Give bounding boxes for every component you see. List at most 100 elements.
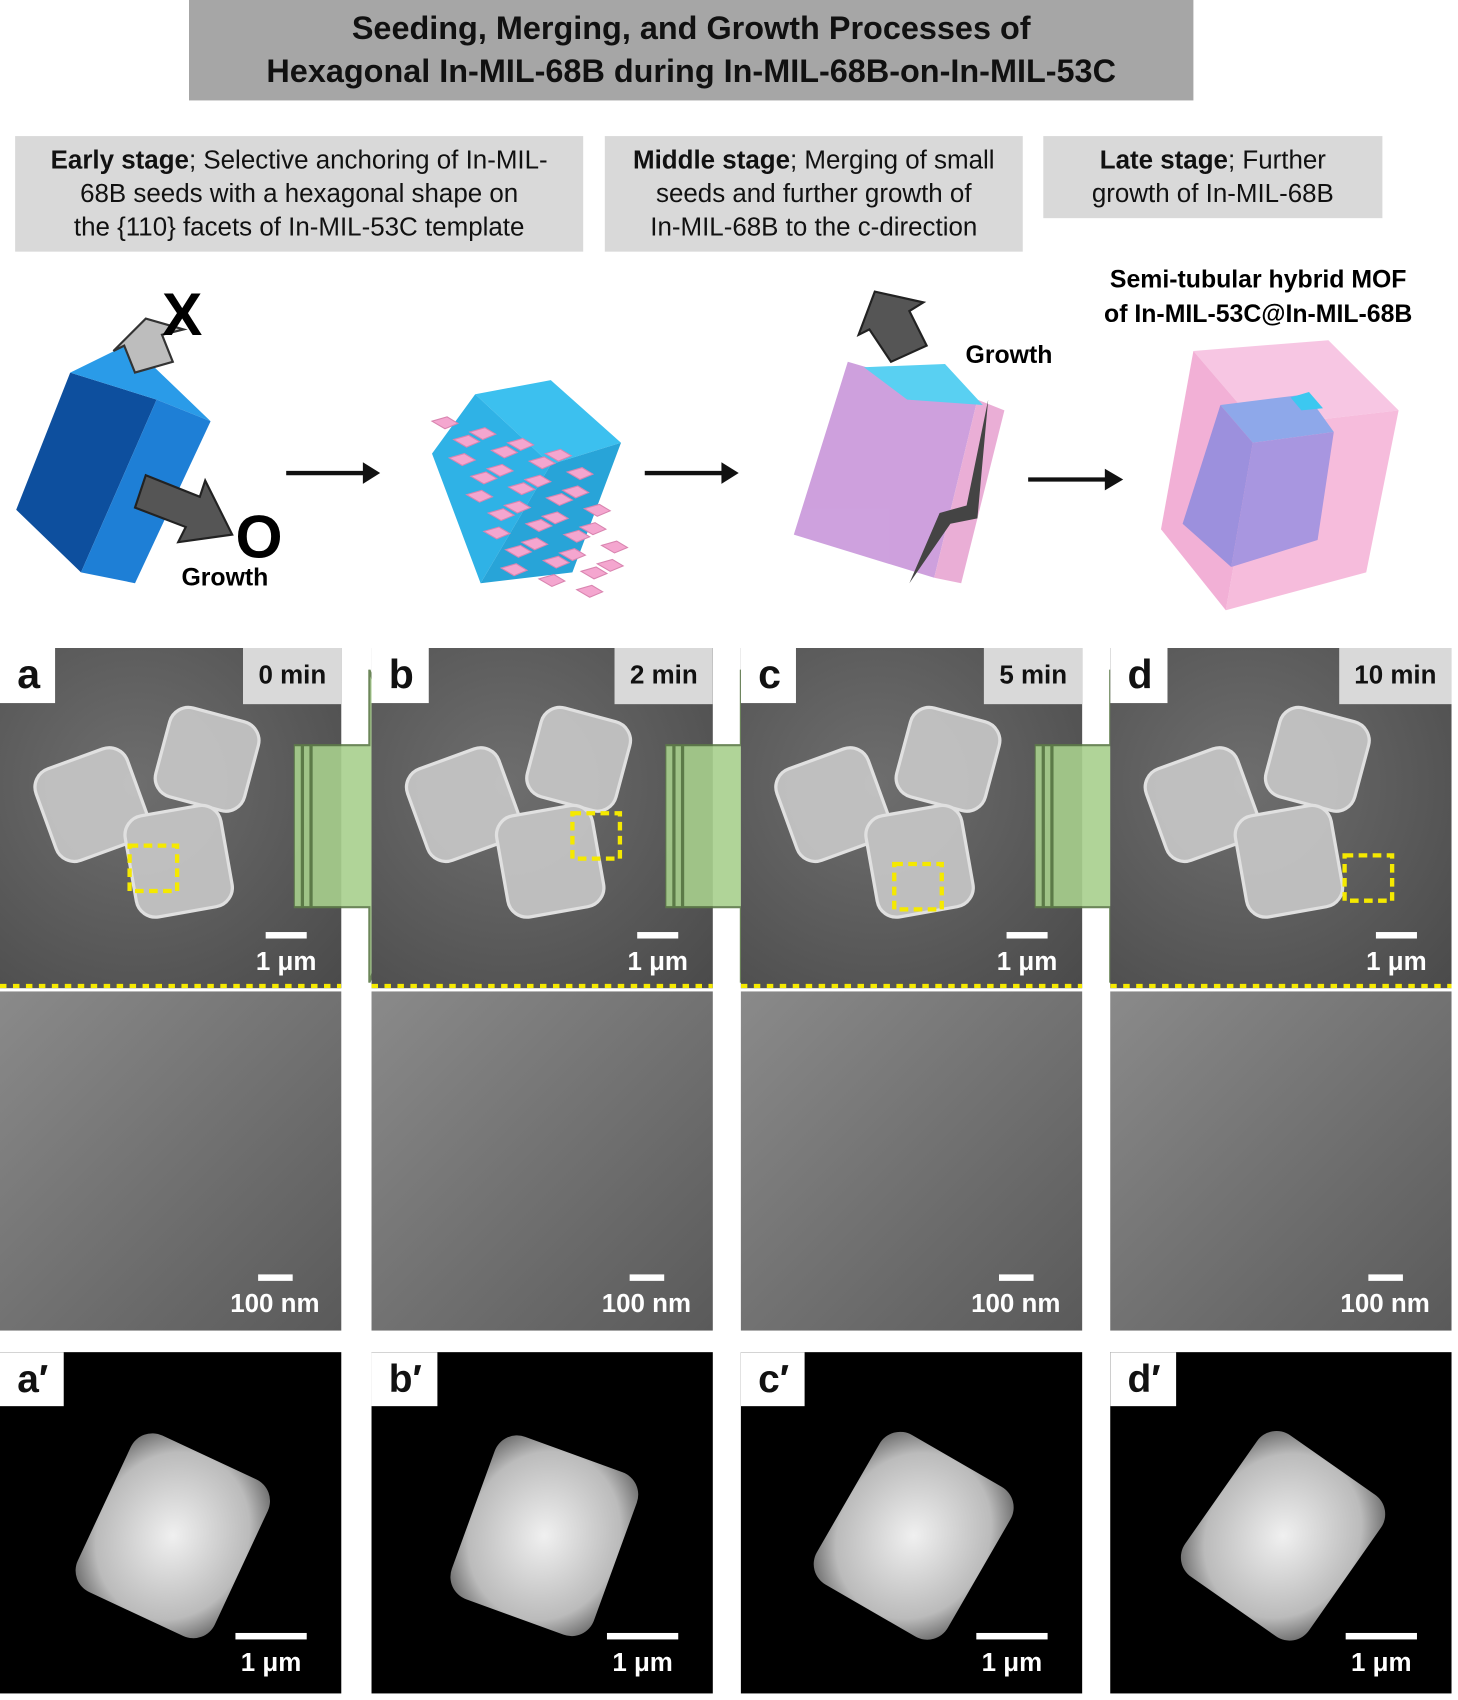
seed	[486, 508, 516, 522]
stage-name: Early stage	[50, 145, 189, 175]
tem-panel-1: b′ 1 μm	[371, 1352, 713, 1694]
zoom-panel-1: 100 nm	[371, 991, 713, 1331]
scale-label: 1 μm	[1351, 1648, 1412, 1678]
title-line-1: Seeding, Merging, and Growth Processes o…	[351, 10, 1031, 46]
seed	[523, 474, 552, 488]
stage-text: growth of In-MIL-68B	[1091, 179, 1334, 209]
scale-bar-um: 1 μm	[248, 932, 324, 977]
seed	[485, 463, 515, 477]
late-stage-box: Late stage; Further growth of In-MIL-68B	[1043, 136, 1383, 219]
tem-panel-0: a′ 1 μm	[0, 1352, 342, 1694]
seed	[595, 558, 625, 572]
seed	[520, 537, 549, 551]
seed	[558, 548, 587, 562]
scale-label: 1 μm	[612, 1648, 673, 1678]
seed	[452, 434, 481, 448]
seed	[482, 526, 511, 540]
stage-text: seeds and further growth of	[655, 179, 972, 209]
time-label: 10 min	[1339, 648, 1452, 705]
seed	[579, 566, 609, 580]
figure-title: Seeding, Merging, and Growth Processes o…	[189, 0, 1194, 101]
panel-letter: a	[0, 648, 56, 704]
seed	[545, 492, 574, 507]
final-hybrid-crystal	[1161, 340, 1399, 611]
title-line-2: Hexagonal In-MIL-68B during In-MIL-68B-o…	[266, 53, 1116, 90]
seed	[527, 456, 557, 470]
seed	[502, 500, 532, 514]
panel-letter: d′	[1110, 1352, 1176, 1407]
seed	[507, 482, 536, 496]
sem-panel-0: a 0 min 1 μm	[0, 648, 342, 989]
growth-arrow	[133, 473, 234, 544]
seed	[490, 445, 519, 459]
scale-bar-um: 1 μm	[605, 1632, 681, 1678]
seed	[540, 511, 570, 525]
seed	[506, 437, 535, 451]
time-label: 5 min	[984, 648, 1083, 705]
crystal-image	[805, 1423, 1023, 1649]
scale-label: 100 nm	[971, 1289, 1061, 1319]
sem-panel-1: b 2 min 1 μm	[371, 648, 713, 989]
scale-bar-um: 1 μm	[233, 1632, 309, 1678]
scale-bar-nm: 100 nm	[1334, 1274, 1437, 1319]
middle-stage-box: Middle stage; Merging of small seeds and…	[604, 136, 1023, 252]
zoom-panel-3: 100 nm	[1110, 991, 1452, 1331]
schematic-drawing: X O Growth Growth Semi-tubular hybrid MO…	[16, 266, 1412, 611]
scale-bar-um: 1 μm	[620, 932, 696, 977]
seed	[578, 522, 608, 536]
scale-label: 1 μm	[240, 1648, 302, 1678]
o-mark: O	[235, 502, 282, 570]
tem-panel-3: d′ 1 μm	[1110, 1352, 1452, 1694]
tem-panel-2: c′ 1 μm	[740, 1352, 1083, 1694]
scale-label: 100 nm	[230, 1289, 320, 1319]
stage-text: ; Selective anchoring of In-MIL-	[188, 145, 548, 175]
product-label-2: of In-MIL-53C@In-MIL-68B	[1104, 301, 1412, 328]
scale-bar-um: 1 μm	[1359, 932, 1435, 977]
panel-letter: d	[1110, 648, 1168, 704]
scale-label: 1 μm	[627, 947, 688, 977]
growth-label-2: Growth	[966, 342, 1053, 369]
time-label: 0 min	[243, 648, 342, 705]
product-label-1: Semi-tubular hybrid MOF	[1110, 266, 1407, 293]
panel-letter: c	[740, 648, 797, 704]
scale-bar-nm: 100 nm	[595, 1274, 698, 1319]
seed	[582, 503, 612, 517]
crystal-image	[67, 1425, 278, 1647]
scale-bar-um: 1 μm	[989, 932, 1065, 977]
seed	[469, 471, 498, 485]
seed	[468, 427, 497, 441]
early-stage-box: Early stage; Selective anchoring of In-M…	[15, 136, 584, 252]
growth-arrow-up	[856, 290, 929, 364]
schematic-row: X O Growth Growth Semi-tubular hybrid MO…	[0, 259, 1458, 626]
crack	[909, 399, 989, 584]
seed	[537, 573, 567, 588]
seed	[465, 489, 494, 503]
stage-text: 68B seeds with a hexagonal shape on	[80, 179, 519, 209]
stage-name: Middle stage	[632, 145, 790, 175]
seed	[430, 416, 460, 430]
scale-label: 1 μm	[996, 947, 1058, 977]
scale-label: 100 nm	[601, 1289, 692, 1319]
panel-letter: a′	[0, 1352, 64, 1407]
seed	[544, 448, 573, 462]
scale-bar-um: 1 μm	[974, 1632, 1050, 1678]
x-mark: X	[162, 280, 202, 348]
seed	[447, 453, 477, 467]
seed	[565, 467, 595, 481]
scale-label: 100 nm	[1340, 1289, 1430, 1319]
stage-text: ; Merging of small	[789, 145, 995, 175]
sem-panel-2: c 5 min 1 μm	[740, 648, 1083, 989]
seed	[504, 544, 533, 558]
template-crystal	[16, 343, 211, 584]
seed	[562, 529, 591, 543]
scale-bar-nm: 100 nm	[224, 1274, 327, 1319]
time-label: 2 min	[614, 648, 713, 705]
sem-panel-3: d 10 min 1 μm	[1110, 648, 1452, 989]
scale-label: 1 μm	[981, 1648, 1043, 1678]
stage-text: In-MIL-68B to the c-direction	[650, 212, 978, 242]
crystal-image	[1171, 1421, 1395, 1650]
scale-bar-nm: 100 nm	[964, 1274, 1067, 1319]
zoom-panel-2: 100 nm	[740, 991, 1083, 1331]
seeds	[430, 416, 629, 598]
growth-label-1: Growth	[181, 564, 268, 591]
